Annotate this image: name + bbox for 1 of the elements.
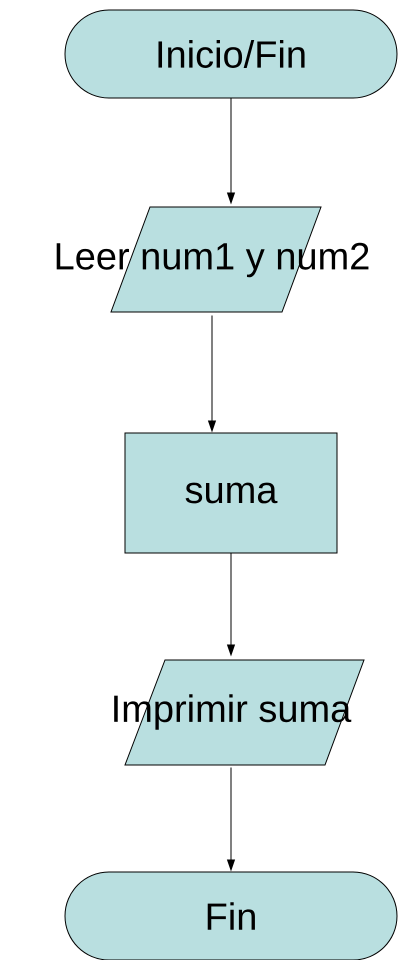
process-box: suma xyxy=(124,432,338,554)
